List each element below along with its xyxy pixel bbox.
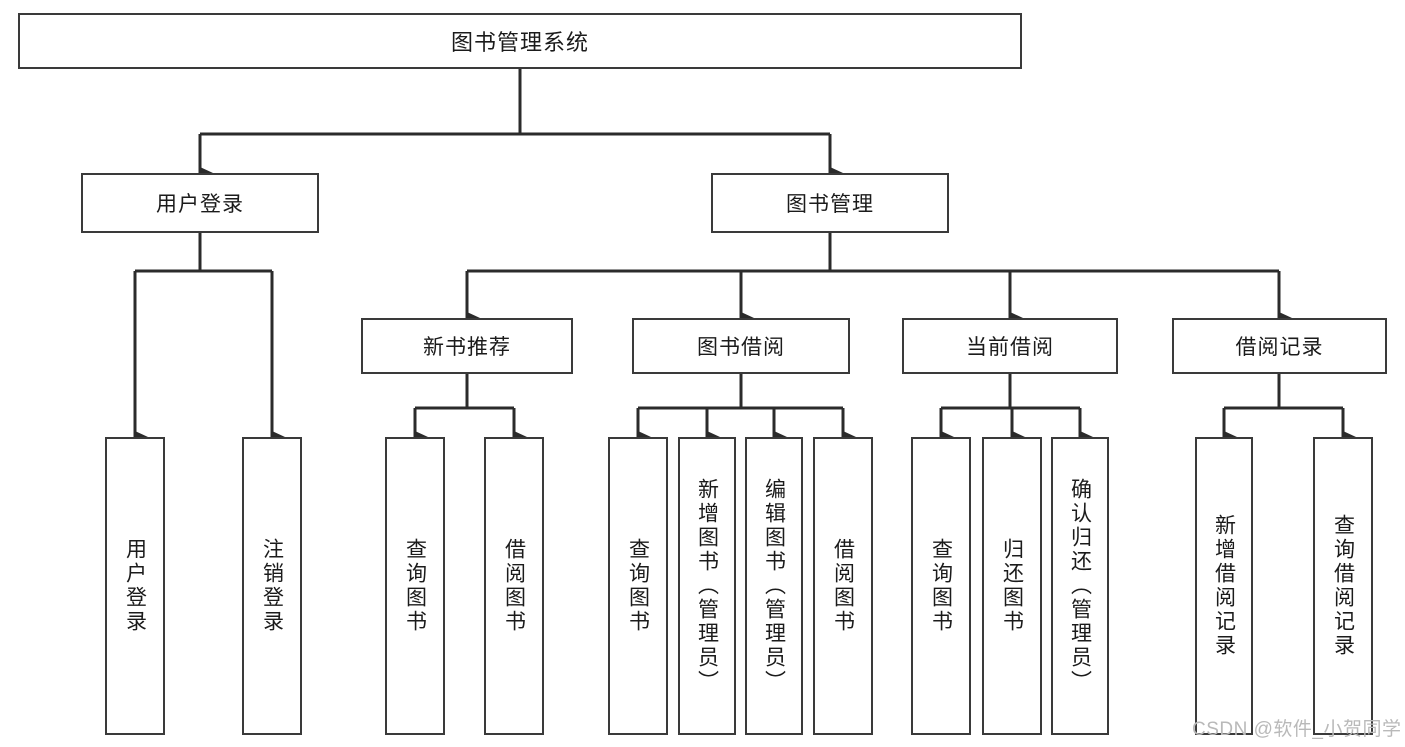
node-borrow-record[interactable]: 借阅记录 xyxy=(1172,318,1387,374)
node-leaf-borrow-book-2[interactable]: 借阅图书 xyxy=(813,437,873,735)
node-leaf-user-login[interactable]: 用户登录 xyxy=(105,437,165,735)
node-leaf-add-book-label: 新增图书（管理员） xyxy=(695,478,719,694)
node-leaf-query-book-1-label: 查询图书 xyxy=(403,538,427,634)
node-user-login[interactable]: 用户登录 xyxy=(81,173,319,233)
node-new-book-recommend[interactable]: 新书推荐 xyxy=(361,318,573,374)
node-current-borrow-label: 当前借阅 xyxy=(966,336,1054,359)
node-leaf-query-book-3[interactable]: 查询图书 xyxy=(911,437,971,735)
node-new-book-recommend-label: 新书推荐 xyxy=(423,336,511,359)
node-leaf-borrow-book-1-label: 借阅图书 xyxy=(502,538,526,634)
node-leaf-query-book-3-label: 查询图书 xyxy=(929,538,953,634)
node-current-borrow[interactable]: 当前借阅 xyxy=(902,318,1118,374)
node-leaf-logout[interactable]: 注销登录 xyxy=(242,437,302,735)
node-leaf-query-book-1[interactable]: 查询图书 xyxy=(385,437,445,735)
node-book-manage[interactable]: 图书管理 xyxy=(711,173,949,233)
node-leaf-user-login-label: 用户登录 xyxy=(123,538,147,634)
node-leaf-query-book-2-label: 查询图书 xyxy=(626,538,650,634)
node-leaf-add-book[interactable]: 新增图书（管理员） xyxy=(678,437,736,735)
node-root-label: 图书管理系统 xyxy=(450,30,589,55)
node-leaf-borrow-book-1[interactable]: 借阅图书 xyxy=(484,437,544,735)
node-leaf-borrow-book-2-label: 借阅图书 xyxy=(831,538,855,634)
node-leaf-query-record-label: 查询借阅记录 xyxy=(1331,514,1355,658)
node-leaf-query-book-2[interactable]: 查询图书 xyxy=(608,437,668,735)
node-book-manage-label: 图书管理 xyxy=(786,193,874,216)
node-root[interactable]: 图书管理系统 xyxy=(18,13,1022,69)
node-leaf-add-record-label: 新增借阅记录 xyxy=(1212,514,1236,658)
node-leaf-confirm-return-label: 确认归还（管理员） xyxy=(1068,478,1092,694)
node-leaf-return-book-label: 归还图书 xyxy=(1000,538,1024,634)
node-leaf-edit-book[interactable]: 编辑图书（管理员） xyxy=(745,437,803,735)
node-leaf-add-record[interactable]: 新增借阅记录 xyxy=(1195,437,1253,735)
node-borrow-record-label: 借阅记录 xyxy=(1235,336,1324,359)
node-leaf-return-book[interactable]: 归还图书 xyxy=(982,437,1042,735)
node-book-borrow-label: 图书借阅 xyxy=(697,336,785,359)
node-leaf-edit-book-label: 编辑图书（管理员） xyxy=(762,478,786,694)
node-user-login-label: 用户登录 xyxy=(156,193,244,216)
node-leaf-confirm-return[interactable]: 确认归还（管理员） xyxy=(1051,437,1109,735)
node-leaf-query-record[interactable]: 查询借阅记录 xyxy=(1313,437,1373,735)
node-book-borrow[interactable]: 图书借阅 xyxy=(632,318,850,374)
node-leaf-logout-label: 注销登录 xyxy=(260,538,284,634)
